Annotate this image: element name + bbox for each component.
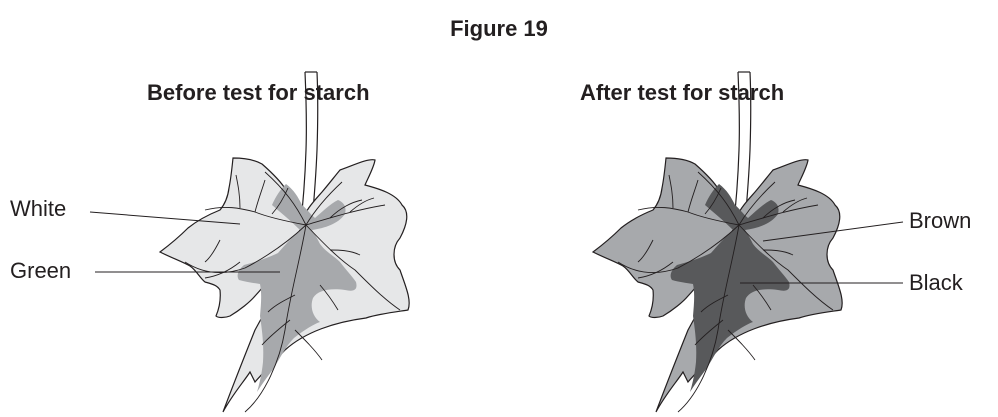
label-green: Green: [10, 258, 71, 284]
leaf-after: [593, 72, 842, 412]
label-brown: Brown: [909, 208, 971, 234]
leaf-before: [160, 72, 409, 412]
label-black: Black: [909, 270, 963, 296]
label-white: White: [10, 196, 66, 222]
